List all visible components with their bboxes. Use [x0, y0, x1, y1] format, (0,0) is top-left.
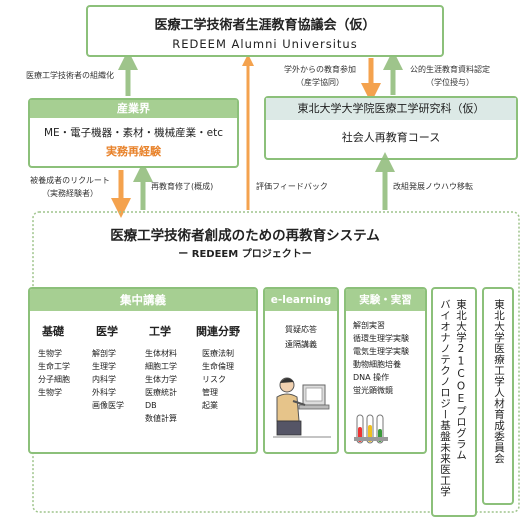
- label-organize: 医療工学技術者の組織化: [26, 71, 114, 80]
- list-item: 数値計算: [145, 414, 177, 423]
- list-item: 生命倫理: [202, 362, 234, 371]
- system-subtitle: ー REDEEM プロジェクトー: [178, 249, 312, 260]
- committee-box: 東北大学医療工学人材育成委員会: [482, 287, 514, 505]
- coe-program-box: 東北大学21COEプログラム バイオナノテクノロジー基盤未来医工学: [431, 287, 477, 517]
- list-item: 生物学: [38, 388, 62, 397]
- list-item: 解剖学: [92, 349, 116, 358]
- label-completion: 再教育修了(概成): [151, 182, 214, 191]
- system-frame: [32, 211, 520, 513]
- list-item: 細胞工学: [145, 362, 177, 371]
- test-tubes-illustration: [354, 414, 388, 444]
- tohoku-grad-course: 社会人再教育コース: [341, 131, 441, 144]
- list-item: 生理学: [92, 362, 116, 371]
- list-item: 電気生理学実験: [353, 347, 409, 356]
- list-item: リスク: [202, 375, 226, 384]
- system-title: 医療工学技術者創成のための再教育システム: [110, 228, 380, 244]
- tohoku-grad-header: 東北大学大学院医療工学研究科（仮）: [266, 98, 516, 120]
- label-recruit: 被養成者のリクルート （実務経験者）: [30, 176, 110, 198]
- list-item: 外科学: [92, 388, 116, 397]
- industry-reexperience: 実務再経験: [106, 145, 161, 158]
- elearning-box: e-learning 質疑応答 遠隔講義: [263, 287, 339, 454]
- alumni-council-title: 医療工学技術者生涯教育協議会（仮）: [154, 18, 376, 33]
- list-item: 質疑応答: [285, 325, 317, 334]
- label-external-participation: 学外からの教育参加 （産学協同）: [284, 65, 356, 87]
- col-engineering: 工学 生体材料 細胞工学 生体力学 医療統計 DB 数値計算: [145, 323, 190, 425]
- industry-header: 産業界: [30, 100, 237, 118]
- coe-line-2: バイオナノテクノロジー基盤未来医工学: [439, 299, 451, 497]
- list-item: 解剖実習: [353, 321, 385, 330]
- list-item: 画像医学: [92, 401, 124, 410]
- intensive-header: 集中講義: [30, 289, 256, 311]
- col-basic-title: 基礎: [42, 325, 64, 338]
- list-item: 蛍光顕微鏡: [353, 386, 393, 395]
- committee-name: 東北大学医療工学人材育成委員会: [493, 299, 505, 464]
- list-item: 分子細胞: [38, 375, 70, 384]
- lab-box: 実験・実習 解剖実習 循環生理学実験 電気生理学実験 動物細胞培養 DNA 操作…: [344, 287, 427, 454]
- list-item: 動物細胞培養: [353, 360, 401, 369]
- list-item: 内科学: [92, 375, 116, 384]
- elearning-header: e-learning: [265, 289, 337, 311]
- list-item: DB: [145, 401, 157, 410]
- lab-header: 実験・実習: [346, 289, 425, 311]
- col-engineering-title: 工学: [149, 325, 171, 338]
- elearning-person-illustration: [273, 377, 331, 438]
- list-item: 循環生理学実験: [353, 334, 409, 343]
- intensive-box: 集中講義 基礎 生物学 生命工学 分子細胞 生物学 医学 解剖学 生理学 内科学…: [28, 287, 258, 454]
- col-medicine-title: 医学: [96, 325, 118, 338]
- alumni-council-box: 医療工学技術者生涯教育協議会（仮） REDEEM Alumni Universi…: [86, 5, 444, 57]
- tohoku-grad-box: 東北大学大学院医療工学研究科（仮） 社会人再教育コース: [264, 96, 518, 160]
- industry-sectors: ME・電子機器・素材・機械産業・etc: [43, 127, 224, 139]
- col-basic: 基礎 生物学 生命工学 分子細胞 生物学: [38, 323, 83, 399]
- list-item: DNA 操作: [353, 373, 390, 382]
- lab-list: 解剖実習 循環生理学実験 電気生理学実験 動物細胞培養 DNA 操作 蛍光顕微鏡: [346, 311, 425, 397]
- list-item: 起業: [202, 401, 218, 410]
- coe-line-1: 東北大学21COEプログラム: [455, 299, 467, 461]
- list-item: 遠隔講義: [285, 340, 317, 349]
- list-item: 生命工学: [38, 362, 70, 371]
- list-item: 医療法制: [202, 349, 234, 358]
- list-item: 生物学: [38, 349, 62, 358]
- col-related-title: 関連分野: [196, 325, 240, 338]
- label-feedback: 評価フィードバック: [256, 182, 328, 191]
- alumni-council-subtitle: REDEEM Alumni Universitus: [172, 37, 358, 51]
- list-item: 医療統計: [145, 388, 177, 397]
- label-knowhow: 改組発展ノウハウ移転: [393, 182, 473, 191]
- list-item: 生体力学: [145, 375, 177, 384]
- list-item: 生体材料: [145, 349, 177, 358]
- label-public-certification: 公的生涯教育資料認定 （学位授与）: [410, 65, 490, 87]
- col-medicine: 医学 解剖学 生理学 内科学 外科学 画像医学: [92, 323, 137, 412]
- list-item: 管理: [202, 388, 218, 397]
- industry-box: 産業界 ME・電子機器・素材・機械産業・etc 実務再経験: [28, 98, 239, 168]
- col-related: 関連分野 医療法制 生命倫理 リスク 管理 起業: [196, 323, 256, 412]
